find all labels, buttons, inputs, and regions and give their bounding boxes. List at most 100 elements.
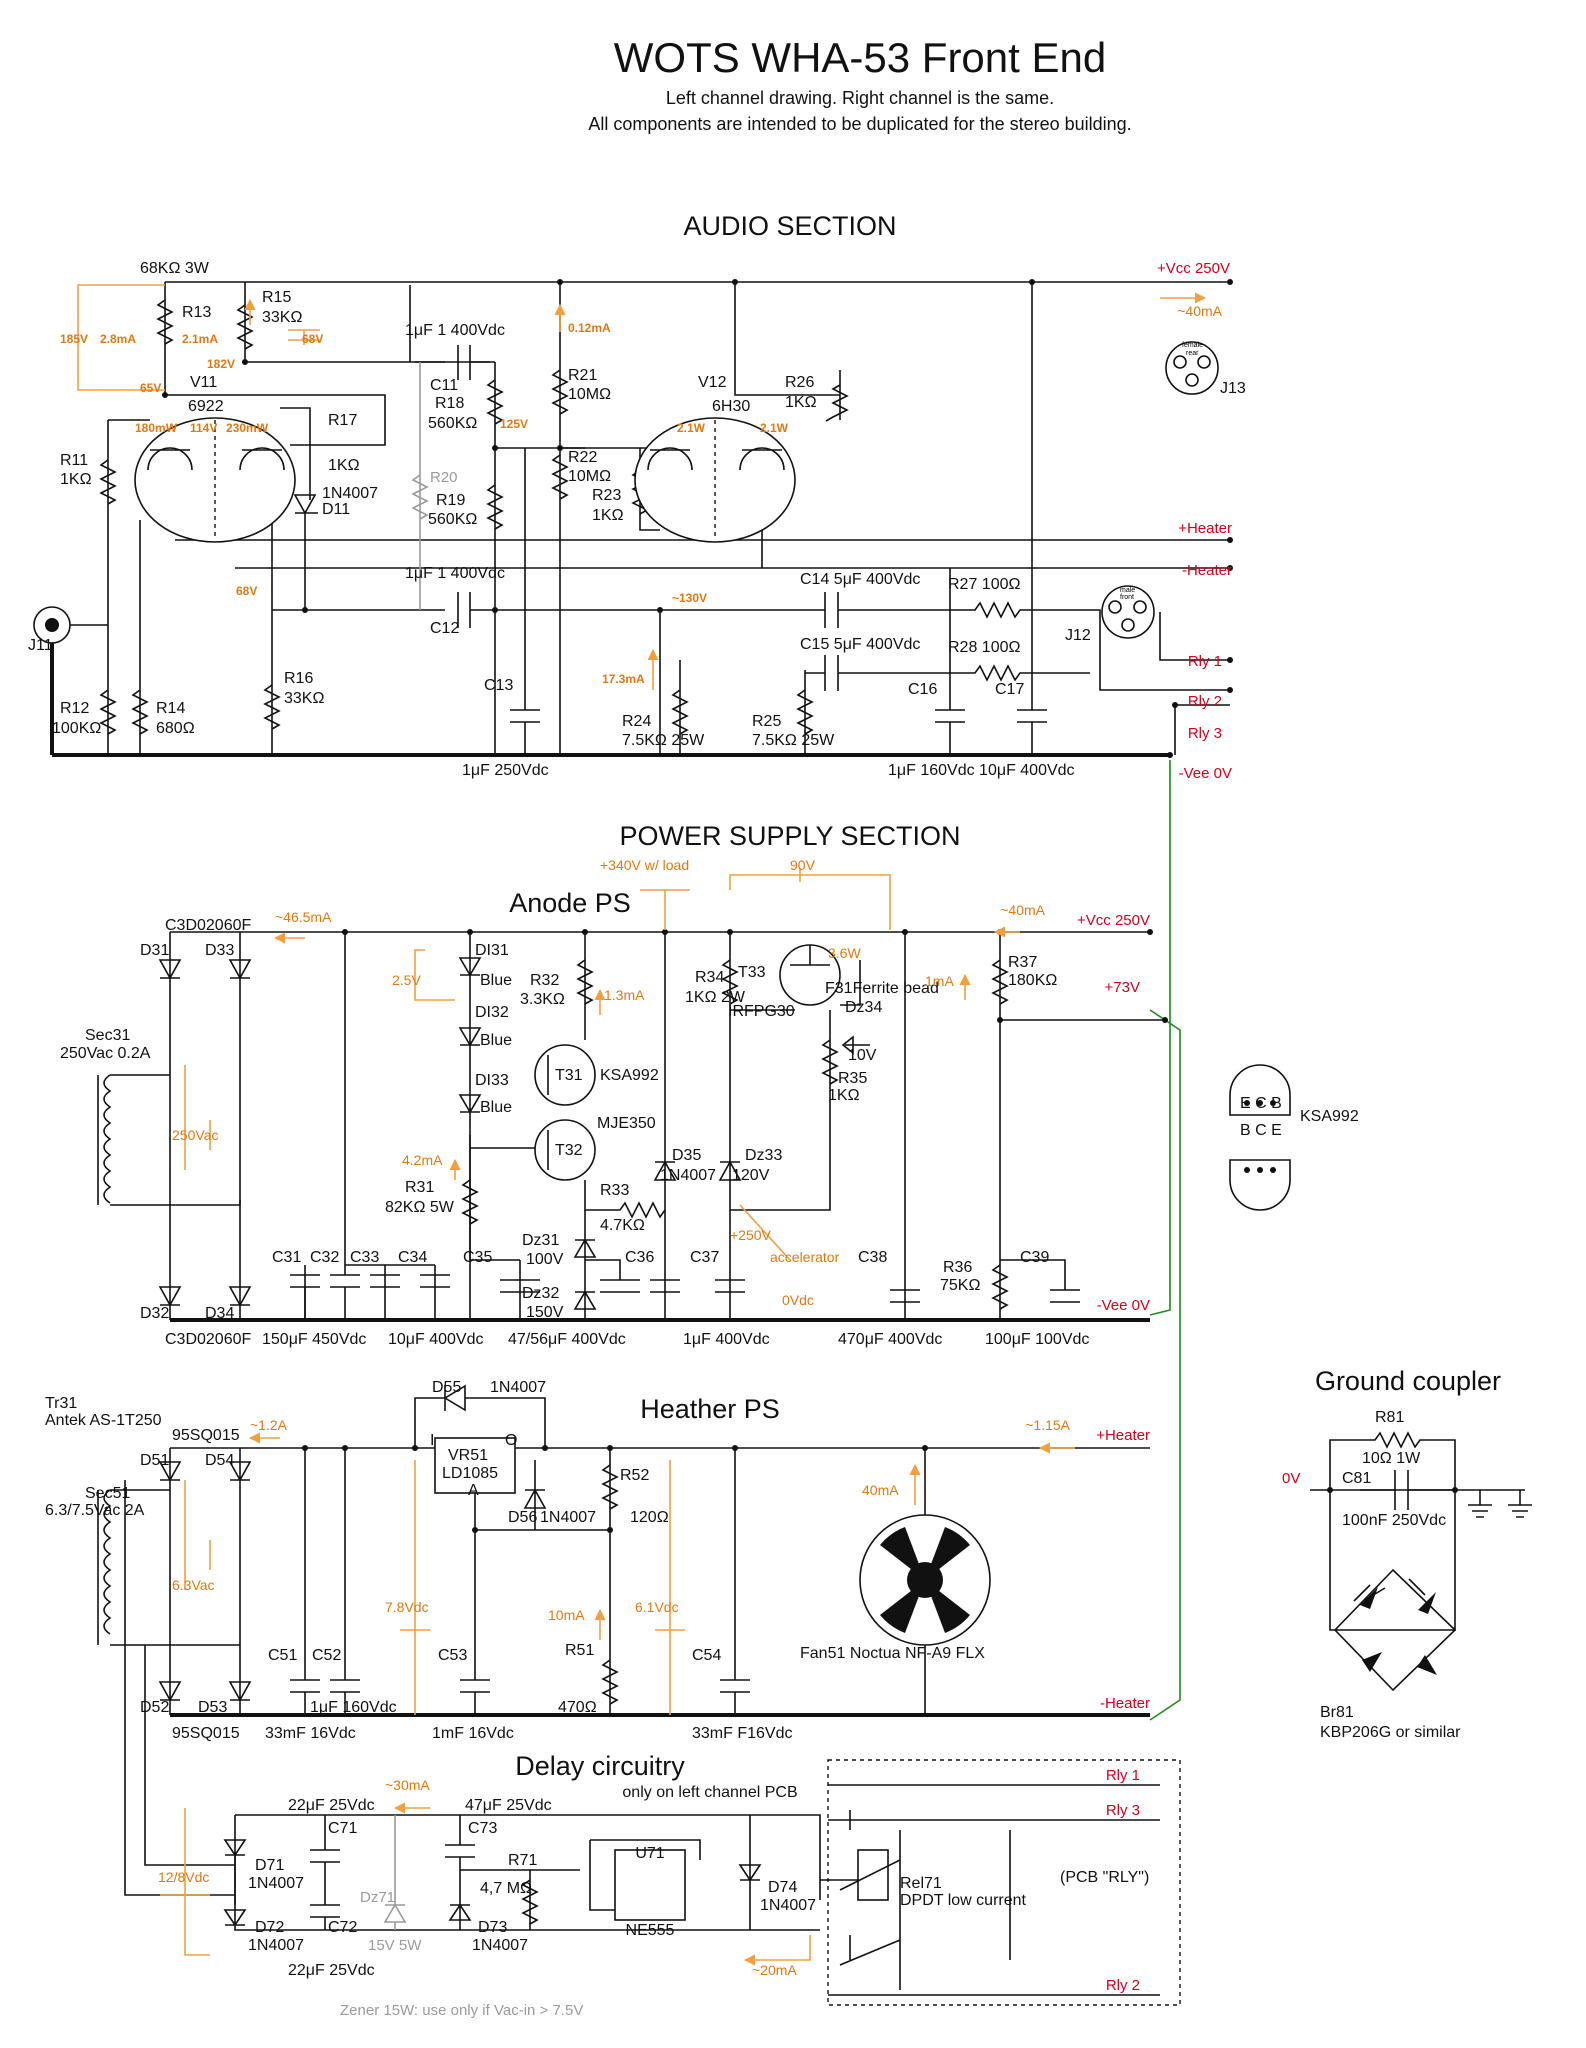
r37-value: 180KΩ [1008, 972, 1057, 989]
rail-vcc: +Vcc 250V [1157, 260, 1230, 277]
c31-label: C31 [272, 1249, 301, 1266]
c11-label: C11 [430, 377, 458, 394]
r37-label: R37 [1008, 954, 1037, 971]
r12-label: R12 [60, 700, 89, 717]
c37-label: C37 [690, 1249, 719, 1266]
j13-female: female [1182, 342, 1203, 349]
r19-value: 560KΩ [428, 511, 477, 528]
heather-current: ~1.2A [250, 1417, 288, 1433]
v61-label: 6.1Vdc [635, 1599, 679, 1615]
vr51-adj: A [468, 1482, 479, 1499]
c37-value: 1μF 400Vdc [683, 1331, 770, 1348]
sq-top-label: 95SQ015 [172, 1427, 240, 1444]
r81-value: 10Ω 1W [1362, 1450, 1421, 1467]
c34-label: C34 [398, 1249, 427, 1266]
dz33-label: Dz33 [745, 1147, 782, 1164]
dz31-label: Dz31 [522, 1232, 559, 1249]
ecb-label: E C B [1240, 1095, 1282, 1112]
v114-label: 114V [190, 421, 217, 435]
anode-labels: ~46.5mA C3D02060F D31 D33 D32 D34 C3D020… [45, 857, 1359, 1429]
r51-value: 470Ω [558, 1699, 597, 1716]
c35-value: 47/56μF 400Vdc [508, 1331, 626, 1348]
c13-value: 1μF 250Vdc [462, 762, 549, 779]
c52-value: 1μF 160Vdc [310, 1699, 397, 1716]
r16-label: R16 [284, 670, 313, 687]
v182-label: 182V [207, 357, 235, 371]
d74-label: D74 [768, 1879, 797, 1896]
r13-current: 2.1mA [182, 332, 218, 346]
r16-value: 33KΩ [284, 690, 324, 707]
delay-labels: ~30mA 22μF 25Vdc C71 47μF 25Vdc C73 12/8… [158, 1767, 1149, 2019]
d33-label: D33 [205, 942, 234, 959]
i012-label: 0.12mA [568, 321, 611, 335]
blue3-label: Blue [480, 1099, 512, 1116]
rail-vcc2: +Vcc 250V [1077, 912, 1150, 929]
c71-label: C71 [328, 1820, 357, 1837]
dz71-value: 15V 5W [368, 1937, 422, 1954]
r32-label: R32 [530, 972, 559, 989]
sec51-label: Sec51 [85, 1485, 130, 1502]
p21a-label: 2.1W [677, 421, 706, 435]
d52-label: D52 [140, 1699, 169, 1716]
r34-label: R34 [695, 969, 724, 986]
heather-ps-wiring [97, 1384, 1150, 1717]
rel71-label: Rel71 [900, 1875, 942, 1892]
c16-label: C16 [908, 681, 937, 698]
r36-value: 75KΩ [940, 1277, 980, 1294]
zener-note: Zener 15W: use only if Vac-in > 7.5V [340, 2002, 583, 2019]
c17-label: C17 [995, 681, 1024, 698]
rail-rly2: Rly 2 [1188, 693, 1222, 710]
sec31-label: Sec31 [85, 1027, 130, 1044]
j12-label: J12 [1065, 627, 1091, 644]
d51-label: D51 [140, 1452, 169, 1469]
d71-type: 1N4007 [248, 1875, 304, 1892]
rail-heater-pos: +Heater [1178, 520, 1232, 537]
v12-type: 6H30 [712, 398, 750, 415]
ksa-footprint-label: KSA992 [1300, 1108, 1359, 1125]
v25-label: 2.5V [392, 972, 421, 988]
d32-label: D32 [140, 1305, 169, 1322]
c36-label: C36 [625, 1249, 654, 1266]
dz71-label: Dz71 [360, 1889, 395, 1906]
audio-labels: 68KΩ 3W R13 2.1mA 185V 2.8mA R15 33KΩ 68… [28, 260, 1246, 782]
d54-label: D54 [205, 1452, 234, 1469]
r25-value: 7.5KΩ 25W [752, 732, 835, 749]
r52-value: 120Ω [630, 1509, 669, 1526]
i10-label: 10mA [548, 1607, 585, 1623]
v78-label: 7.8Vdc [385, 1599, 429, 1615]
dz32-label: Dz32 [522, 1285, 559, 1302]
c51-label: C51 [268, 1647, 297, 1664]
rail-vcc2-current: ~40mA [1000, 902, 1045, 918]
r17-value: 1KΩ [328, 457, 360, 474]
f31-label: F31Ferrite bead [825, 980, 939, 997]
r31-value: 82KΩ 5W [385, 1199, 455, 1216]
p180-label: 180mW [135, 421, 178, 435]
dz34-value: 10V [848, 1047, 877, 1064]
r51-label: R51 [565, 1642, 594, 1659]
audio-annotations [77, 284, 1207, 690]
rail-rly1b: Rly 1 [1106, 1767, 1140, 1784]
vr51-label: VR51 [448, 1447, 488, 1464]
c51-value: 33mF 16Vdc [265, 1725, 356, 1742]
accelerator-label: accelerator [770, 1249, 840, 1265]
rail-vee2: -Vee 0V [1097, 1297, 1150, 1314]
d11-type: 1N4007 [322, 485, 378, 502]
r71-label: R71 [508, 1852, 537, 1869]
r34-value: 1KΩ 2W [685, 989, 746, 1006]
u71-label: U71 [635, 1845, 664, 1862]
ne555-label: NE555 [626, 1922, 675, 1939]
power-section-title: POWER SUPPLY SECTION [619, 821, 960, 851]
j12-front: front [1120, 594, 1134, 601]
anode-current: ~46.5mA [275, 909, 332, 925]
rail-heater-neg2: -Heater [1100, 1695, 1150, 1712]
r18-value: 560KΩ [428, 415, 477, 432]
blue2-label: Blue [480, 1032, 512, 1049]
d74-type: 1N4007 [760, 1897, 816, 1914]
dz32-value: 150V [526, 1304, 564, 1321]
c16-c17-value: 1μF 160Vdc 10μF 400Vdc [888, 762, 1075, 779]
c12-value: 1μF 1 400Vdc [405, 565, 505, 582]
d35-type: 1N4007 [660, 1167, 716, 1184]
r33-value: 4.7KΩ [600, 1217, 645, 1234]
r24-value: 7.5KΩ 25W [622, 732, 705, 749]
r71-value: 4,7 MΩ [480, 1880, 532, 1897]
